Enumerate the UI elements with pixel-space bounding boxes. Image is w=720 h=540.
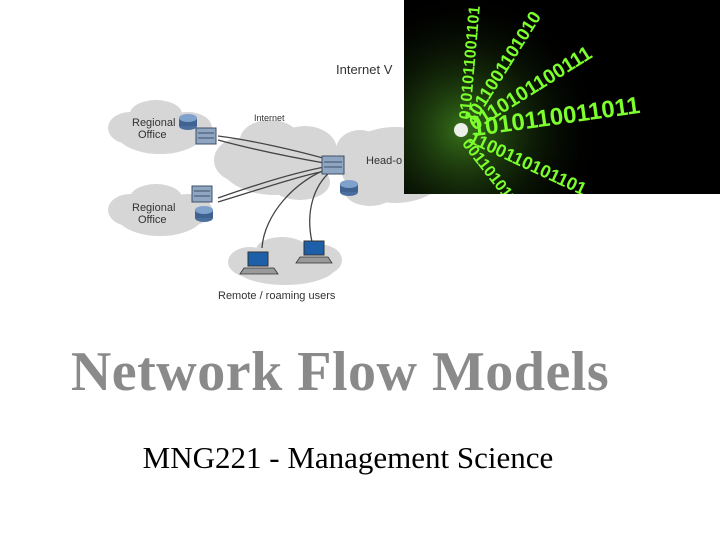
router-icon — [195, 206, 213, 222]
internet-label: Internet — [254, 113, 285, 123]
firewall-icon — [191, 185, 213, 203]
internet-cloud — [214, 120, 337, 200]
router-icon — [340, 180, 358, 196]
slide-title: Network Flow Models — [70, 341, 610, 403]
head-office-label: Head-o — [366, 155, 402, 167]
connection-lines — [217, 135, 331, 249]
regional-office-label-1: Regional Office — [132, 117, 178, 141]
laptop-icon — [295, 240, 333, 264]
firewall-icon — [321, 155, 345, 175]
firewall-icon — [195, 127, 217, 145]
laptop-icon — [239, 251, 279, 275]
remote-users-label: Remote / roaming users — [218, 290, 336, 302]
regional-office-label-2: Regional Office — [132, 202, 178, 226]
diagram-heading: Internet V — [336, 62, 393, 77]
router-icon — [179, 114, 197, 130]
slide-subtitle: MNG221 - Management Science — [142, 440, 554, 475]
